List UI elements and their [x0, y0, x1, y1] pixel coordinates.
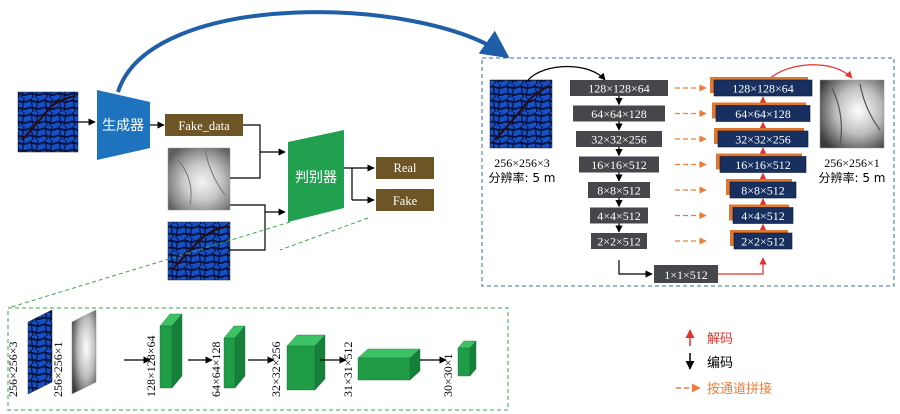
unet-frame — [481, 57, 895, 287]
decoder-layer-1 — [713, 79, 813, 97]
legend: 解码 编码 按通道拼接 — [676, 329, 772, 397]
encoder-layer-label: 16×16×512 — [591, 158, 647, 172]
legend-encode-label: 编码 — [707, 356, 733, 371]
layer-block-side — [171, 313, 183, 389]
encoder-layer-label: 64×64×128 — [591, 107, 647, 121]
decoder-layer-7 — [733, 232, 793, 250]
patchgan-layer-block-2 — [223, 337, 236, 389]
encoder-layer-3 — [576, 131, 662, 147]
patchgan-layers: 128×128×64 64×64×128 32×32×256 31×31×512 30×… — [124, 313, 477, 397]
unet-input-resolution: 分辨率: 5 m — [489, 170, 556, 185]
unet-output-resolution: 分辨率: 5 m — [819, 170, 886, 185]
unet-output-size: 256×256×1 — [824, 156, 880, 170]
encoder-layer-6 — [590, 207, 648, 224]
zoom-line-left — [7, 221, 291, 309]
unet-layers: 128×128×64 128×128×64 64×64×128 64×64×128 32… — [570, 77, 813, 250]
encoder-layer-label: 8×8×512 — [597, 184, 641, 198]
real-label: Real — [394, 161, 417, 175]
legend-decode-label: 解码 — [707, 332, 733, 347]
unet-input-image — [489, 79, 553, 149]
decoder-layer-label: 32×32×256 — [735, 133, 791, 147]
encoder-layer-1 — [570, 80, 668, 96]
bottleneck-block: 1×1×512 — [618, 257, 767, 283]
decoder-layer-label: 64×64×128 — [735, 107, 791, 121]
encoder-layer-label: 2×2×512 — [597, 235, 641, 249]
rivermap-input-image-2 — [167, 221, 231, 281]
unet-output-image — [819, 79, 885, 149]
patchgan-layer-label: 64×64×128 — [209, 341, 223, 397]
decoder-layer-4 — [719, 156, 807, 173]
encoder-layer-4 — [579, 156, 659, 173]
fake-data-box: Fake_data — [165, 114, 243, 136]
patchgan-input-dem — [71, 309, 97, 395]
fake-output-box: Fake — [376, 189, 434, 211]
encoder-layer-7 — [591, 233, 647, 249]
patchgan-layer-label: 30×30×1 — [441, 353, 455, 397]
zoom-line-right — [279, 217, 369, 251]
discriminator-block: 判别器 — [288, 130, 344, 222]
encoder-layer-2 — [573, 105, 665, 122]
patchgan-layer-block-3 — [286, 345, 316, 391]
fake-label: Fake — [393, 194, 418, 208]
legend-concat-label: 按通道拼接 — [707, 381, 772, 397]
arrow-decoder-to-output — [767, 64, 853, 81]
encoder-layer-label: 4×4×512 — [597, 209, 641, 223]
patchgan-layer-block-4 — [357, 357, 411, 381]
patchgan-input-rivermap — [27, 309, 53, 395]
bottleneck-label: 1×1×512 — [664, 268, 708, 282]
decoder-layer-6 — [732, 207, 794, 224]
real-output-box: Real — [376, 157, 434, 179]
patchgan-layer-block-1 — [159, 325, 173, 389]
decoder-layer-label: 16×16×512 — [735, 158, 791, 172]
fake-data-label: Fake_data — [178, 119, 230, 133]
encoder-layer-label: 32×32×256 — [591, 133, 647, 147]
decoder-layer-5 — [729, 181, 797, 199]
dem-input-image — [167, 147, 231, 211]
generator-block: 生成器 — [97, 90, 150, 160]
patchgan-layer-block-5 — [457, 347, 471, 377]
discriminator-label: 判别器 — [295, 170, 337, 186]
decoder-layer-label: 4×4×512 — [741, 209, 785, 223]
patchgan-layer-label: 128×128×64 — [144, 335, 158, 397]
arrow-input-to-encoder — [527, 65, 606, 81]
layer-block-top — [357, 348, 421, 359]
connectors-to-discriminator — [230, 124, 286, 251]
generator-label: 生成器 — [102, 118, 144, 134]
decoder-layer-label: 8×8×512 — [741, 184, 785, 198]
patchgan-layer-label: 31×31×512 — [341, 341, 355, 397]
decoder-layer-label: 2×2×512 — [741, 235, 785, 249]
unet-input-size: 256×256×3 — [494, 156, 550, 170]
decoder-layer-3 — [717, 130, 809, 148]
patchgan-input-label-rgb: 256×256×3 — [6, 341, 20, 397]
patchgan-input-label-dem: 256×256×1 — [51, 341, 65, 397]
curved-arrow-generator-to-unet — [116, 10, 510, 93]
decoder-layer-label: 128×128×64 — [732, 82, 794, 96]
input-rivermap-image — [17, 91, 79, 153]
patchgan-layer-label: 32×32×256 — [269, 341, 283, 397]
decoder-layer-2 — [715, 105, 811, 122]
encoder-layer-label: 128×128×64 — [588, 82, 650, 96]
encoder-layer-5 — [588, 182, 650, 198]
